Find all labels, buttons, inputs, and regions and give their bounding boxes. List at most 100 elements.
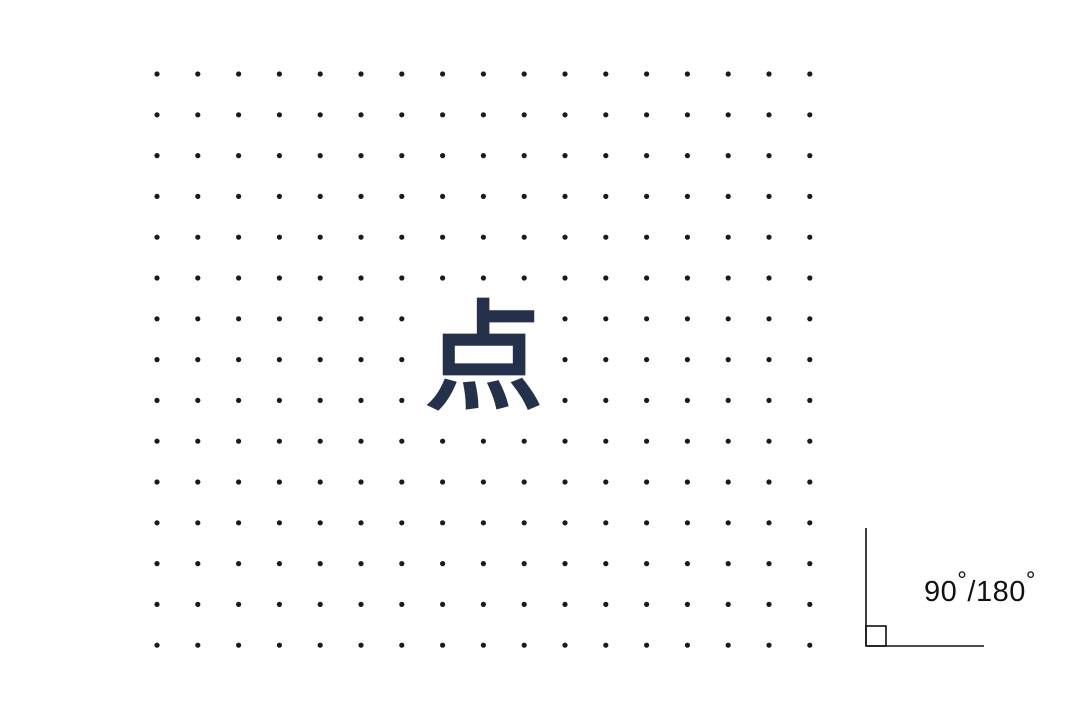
grid-dot (195, 397, 201, 403)
angle-separator: / (967, 576, 976, 608)
grid-dot (480, 479, 486, 485)
grid-dot (562, 153, 568, 159)
grid-dot (684, 479, 691, 485)
grid-dot (603, 112, 609, 118)
grid-dot (766, 642, 772, 648)
grid-dot (562, 112, 568, 118)
grid-dot (154, 234, 160, 240)
grid-dot (195, 561, 201, 567)
grid-dot (236, 153, 242, 159)
grid-dot (276, 193, 282, 199)
grid-dot (603, 234, 609, 240)
grid-dot (644, 561, 650, 567)
grid-dot (562, 357, 568, 363)
grid-dot (480, 438, 486, 444)
grid-dot (480, 601, 486, 608)
grid-dot (358, 397, 364, 403)
grid-dot (644, 438, 650, 444)
grid-dot (480, 193, 486, 199)
grid-dot (684, 397, 691, 403)
grid-dot (725, 438, 731, 444)
grid-dot (358, 112, 364, 118)
grid-dot (766, 561, 772, 567)
grid-dot (358, 275, 364, 281)
grid-dot (236, 561, 242, 567)
grid-dot (725, 397, 731, 403)
grid-dot (766, 71, 772, 77)
grid-dot (358, 193, 364, 199)
grid-dot (684, 642, 691, 648)
grid-dot (276, 153, 282, 159)
grid-dot (154, 112, 160, 118)
grid-dot (480, 71, 486, 77)
grid-dot (195, 153, 201, 159)
grid-dot (154, 153, 160, 159)
grid-dot (725, 561, 731, 567)
grid-dot (154, 520, 160, 526)
grid-dot (399, 642, 405, 648)
grid-dot (603, 479, 609, 485)
grid-dot (154, 275, 160, 281)
grid-dot (644, 275, 650, 281)
grid-dot (154, 438, 160, 444)
grid-dot (440, 561, 446, 567)
grid-dot (195, 112, 201, 118)
grid-dot (766, 112, 772, 118)
grid-dot (562, 520, 568, 526)
grid-dot (521, 153, 527, 159)
grid-dot (480, 275, 486, 281)
grid-dot (480, 234, 486, 240)
grid-dot (317, 193, 323, 199)
grid-dot (603, 357, 609, 363)
grid-dot (521, 193, 527, 199)
grid-dot (684, 520, 691, 526)
grid-dot (440, 71, 446, 77)
grid-dot (684, 234, 691, 240)
grid-dot (440, 479, 446, 485)
grid-dot (521, 601, 527, 608)
grid-dot (684, 153, 691, 159)
grid-dot (236, 520, 242, 526)
grid-dot (440, 275, 446, 281)
grid-dot (440, 193, 446, 199)
grid-dot (807, 234, 813, 240)
grid-dot (399, 357, 405, 363)
grid-dot (644, 234, 650, 240)
grid-dot (644, 112, 650, 118)
grid-dot (276, 275, 282, 281)
grid-dot (684, 561, 691, 567)
grid-dot (317, 520, 323, 526)
grid-dot (276, 601, 282, 608)
grid-dot (807, 479, 813, 485)
grid-dot (317, 357, 323, 363)
grid-dot (562, 275, 568, 281)
grid-dot (644, 642, 650, 648)
grid-dot (358, 601, 364, 608)
grid-dot (480, 561, 486, 567)
grid-dot (358, 561, 364, 567)
grid-dot (644, 520, 650, 526)
grid-dot (317, 438, 323, 444)
grid-dot (766, 520, 772, 526)
grid-dot (236, 357, 242, 363)
grid-dot (603, 438, 609, 444)
grid-dot (766, 234, 772, 240)
grid-dot (480, 642, 486, 648)
grid-dot (358, 153, 364, 159)
grid-dot (276, 112, 282, 118)
grid-dot (236, 234, 242, 240)
grid-dot (195, 479, 201, 485)
grid-dot (521, 479, 527, 485)
grid-dot (358, 316, 364, 322)
grid-dot (766, 397, 772, 403)
grid-dot (317, 601, 323, 608)
grid-dot (317, 316, 323, 322)
grid-dot (562, 438, 568, 444)
grid-dot (236, 275, 242, 281)
grid-dot (603, 316, 609, 322)
grid-dot (154, 601, 160, 608)
grid-dot (562, 479, 568, 485)
grid-dot (603, 153, 609, 159)
